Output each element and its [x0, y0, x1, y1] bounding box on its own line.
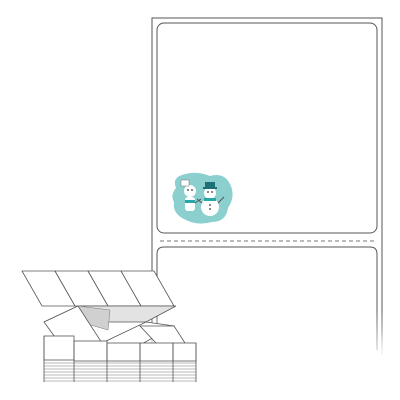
- sign-icon: [180, 179, 190, 187]
- fanfold-top-row: [21, 270, 175, 307]
- label-bottom: [156, 246, 378, 350]
- snowman-sticker: [172, 172, 233, 224]
- stack-face: [106, 342, 141, 362]
- snowman-icon: [196, 182, 225, 216]
- stack-face: [73, 340, 108, 362]
- stack-face: [43, 335, 75, 361]
- small-character-icon: [184, 185, 202, 211]
- label-liner: [151, 17, 383, 355]
- stack-layers: [44, 362, 196, 382]
- stack-face: [139, 342, 174, 362]
- fanfold-stack: [21, 270, 197, 382]
- stack-face: [172, 342, 197, 362]
